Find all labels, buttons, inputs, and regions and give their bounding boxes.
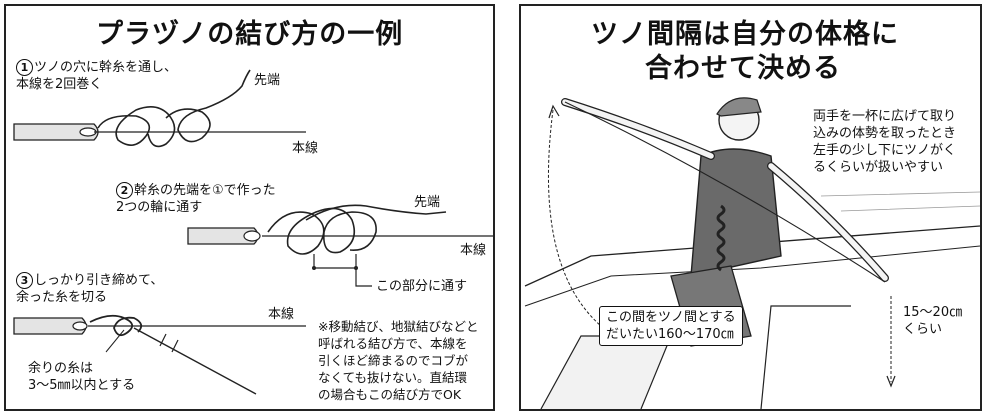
left-title: プラヅノの結び方の一例 <box>96 19 404 50</box>
right-title-line1: ツノ間隔は自分の体格に <box>591 19 899 50</box>
step1-text: ツノの穴に幹糸を通し、 本線を2回巻く <box>16 60 178 92</box>
step3-main-label: 本線 <box>268 307 295 322</box>
step2-callout: この部分に通す <box>376 279 468 294</box>
step2-tip-label: 先端 <box>414 195 441 210</box>
knot-illustrations <box>13 69 493 395</box>
drop-length-label: 15～20㎝ くらい <box>903 305 963 337</box>
knot-note: ※移動結び、地獄結びなどと 呼ばれる結び方で、本線を 引くほど締まるのでコブが … <box>318 319 479 402</box>
step2-main-label: 本線 <box>460 243 487 258</box>
leftover-note: 余りの糸は 3～5㎜以内とする <box>28 361 136 393</box>
angler-illustration <box>524 97 980 409</box>
step3-number: 3 <box>16 272 33 289</box>
step2-number: 2 <box>116 182 133 199</box>
posture-description: 両手を一杯に広げて取り 込みの体勢を取ったとき 左手の少し下にツノがく るくらい… <box>813 109 957 175</box>
spacing-label: この間をツノ間とする だいたい160～170㎝ <box>606 310 736 342</box>
step2-text: 幹糸の先端を①で作った 2つの輪に通す <box>116 183 276 215</box>
step1-main-label: 本線 <box>292 141 319 156</box>
step1-tip-label: 先端 <box>254 73 281 88</box>
step1-number: 1 <box>16 59 33 76</box>
spacing-label-box: この間をツノ間とする だいたい160～170㎝ <box>599 306 743 346</box>
spacing-panel: ツノ間隔は自分の体格に 合わせて決める 両手を一杯に広げて取り 込みの体勢を取っ… <box>519 4 982 411</box>
right-title-line2: 合わせて決める <box>645 53 841 84</box>
step3-text: しっかり引き締めて、 余った糸を切る <box>16 273 164 305</box>
